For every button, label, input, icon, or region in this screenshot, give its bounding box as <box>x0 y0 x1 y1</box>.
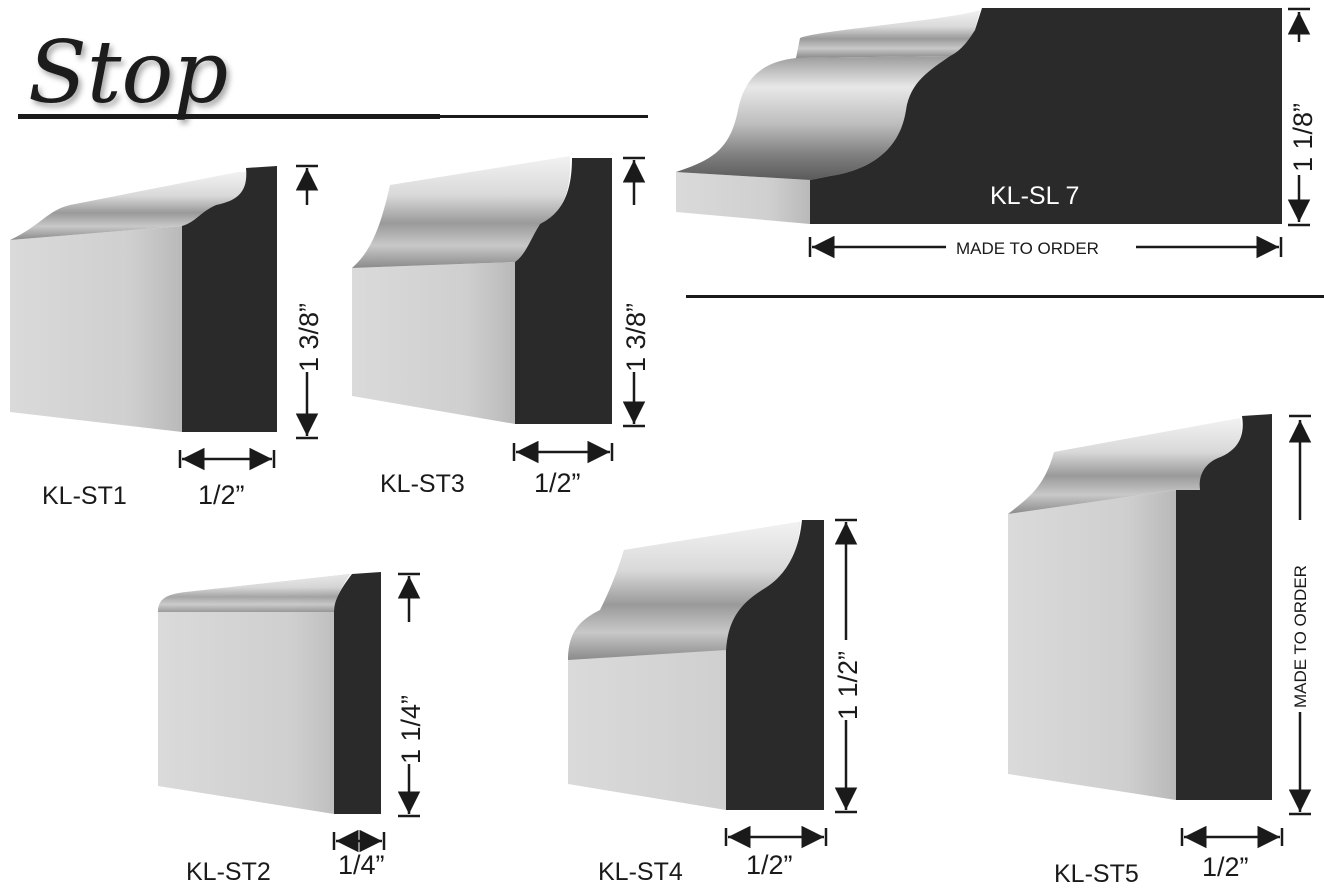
title-underline-thin <box>440 115 648 118</box>
molding-cove <box>676 56 950 180</box>
molding-kl-st4: 1 1/2” 1/2” KL-ST4 <box>568 518 863 886</box>
molding-name: KL-ST2 <box>186 858 271 886</box>
width-label: 1/2” <box>1202 852 1249 882</box>
molding-top <box>158 574 350 612</box>
width-label: 1/2” <box>746 850 793 880</box>
page-header: Stop <box>18 23 648 123</box>
molding-name: KL-ST5 <box>1054 860 1139 888</box>
width-label: 1/4” <box>338 850 385 880</box>
molding-top <box>10 172 247 240</box>
title-underline <box>18 114 440 119</box>
molding-profile <box>182 166 277 432</box>
molding-side <box>676 172 810 224</box>
page-title: Stop <box>28 23 228 123</box>
molding-top <box>796 10 980 58</box>
molding-kl-st1: 1 3/8” 1/2” KL-ST1 <box>10 164 324 510</box>
molding-name: KL-SL 7 <box>990 182 1079 210</box>
molding-side <box>1008 490 1176 800</box>
molding-top <box>352 156 571 268</box>
molding-kl-sl7: KL-SL 7 1 1/8” MADE TO ORDER <box>676 7 1318 259</box>
molding-side <box>158 574 350 814</box>
molding-top <box>568 522 800 660</box>
section-divider <box>686 295 1324 298</box>
height-label: 1 3/8” <box>621 303 651 372</box>
molding-profile <box>1176 414 1272 800</box>
molding-kl-st3: 1 3/8” 1/2” KL-ST3 <box>352 156 651 498</box>
molding-name: KL-ST1 <box>42 482 127 510</box>
height-label: 1 1/8” <box>1288 103 1318 172</box>
molding-profile <box>515 158 612 424</box>
height-label: MADE TO ORDER <box>1291 565 1310 708</box>
height-label: 1 3/8” <box>294 303 324 372</box>
molding-kl-st2: 1 1/4” 1/4” KL-ST2 <box>158 572 426 886</box>
height-label: 1 1/4” <box>396 695 426 764</box>
molding-name: KL-ST4 <box>598 858 683 886</box>
molding-profile <box>810 8 1282 224</box>
molding-name: KL-ST3 <box>380 470 465 498</box>
molding-profile <box>726 520 824 810</box>
molding-side <box>352 262 515 424</box>
height-label: 1 1/2” <box>833 651 863 720</box>
width-label: MADE TO ORDER <box>956 239 1099 258</box>
width-label: 1/2” <box>534 468 581 498</box>
width-label: 1/2” <box>198 480 245 510</box>
molding-kl-st5: MADE TO ORDER 1/2” KL-ST5 <box>1008 414 1312 888</box>
molding-profile <box>334 572 381 814</box>
molding-side <box>10 226 182 432</box>
